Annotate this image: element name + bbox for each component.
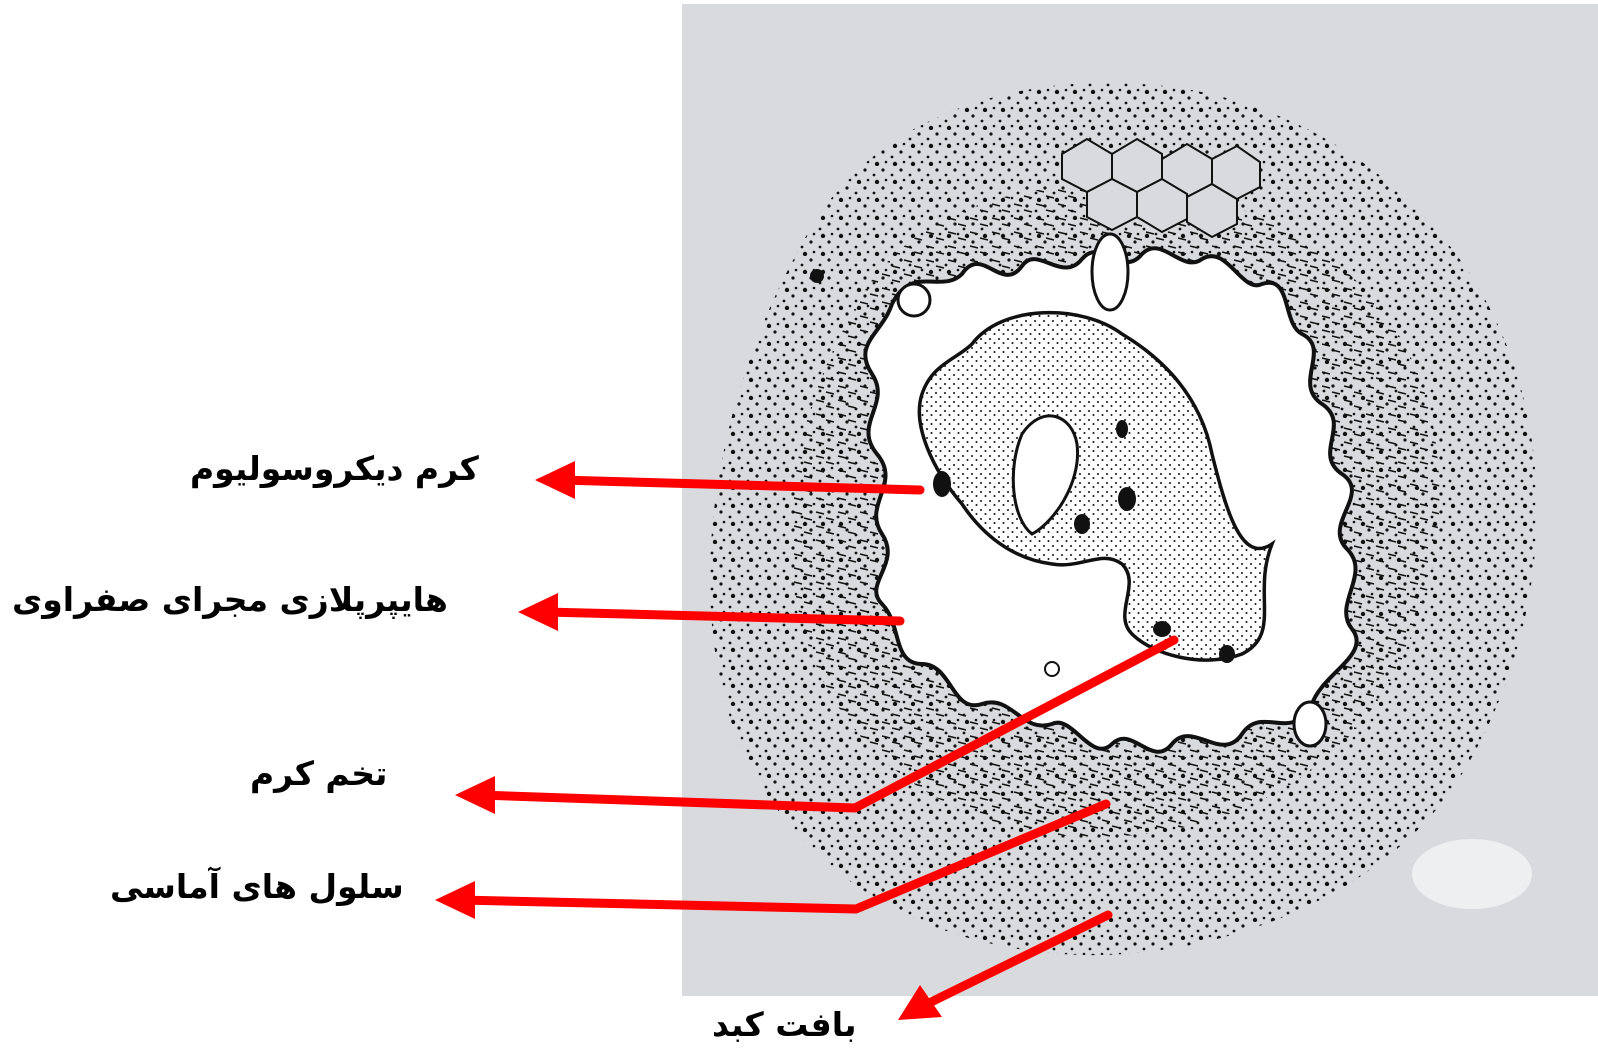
arrowhead-hyperplasia xyxy=(518,593,558,631)
duct-cross-section xyxy=(1294,702,1326,746)
label-worm: کرم دیکروسولیوم xyxy=(190,452,479,485)
arrowhead-egg xyxy=(455,776,495,814)
dark-nucleus xyxy=(810,269,824,283)
duct-cross-section xyxy=(1045,662,1059,676)
histology-drawing xyxy=(682,4,1598,996)
glare xyxy=(1412,839,1532,909)
label-bile-duct-hyperplasia: هایپرپلازی مجرای صفراوی xyxy=(12,583,448,616)
duct-cross-section xyxy=(898,284,930,316)
label-worm-egg: تخم کرم xyxy=(250,757,387,790)
duct-cross-section xyxy=(1092,234,1128,310)
label-liver-tissue: بافت کبد xyxy=(712,1008,857,1041)
arrowhead-inflammatory-cells xyxy=(435,881,475,919)
label-inflammatory-cells: سلول های آماسی xyxy=(110,870,404,903)
arrowhead-worm xyxy=(535,461,575,499)
